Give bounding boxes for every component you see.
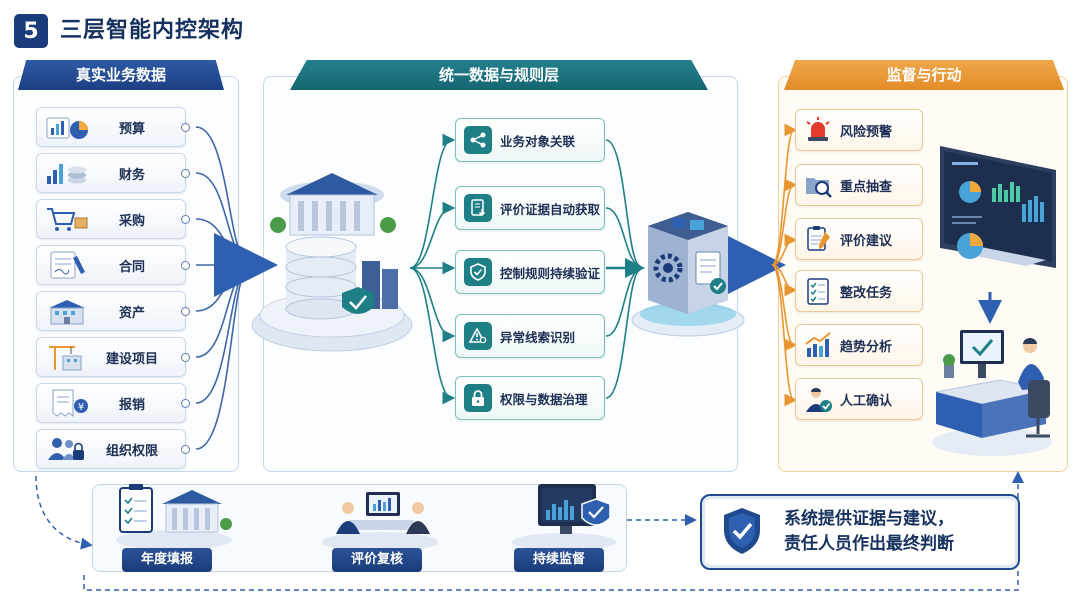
action-item-label: 风险预警 — [840, 124, 893, 140]
connector-port — [181, 399, 190, 408]
shield-check-icon — [464, 258, 492, 286]
stage-illustration-review — [322, 492, 438, 552]
budget-chart-icon — [37, 108, 97, 146]
receipt-yen-icon: ¥ — [37, 384, 97, 422]
data-layer-title: 真实业务数据 — [18, 60, 224, 90]
padlock-icon — [464, 384, 492, 412]
trend-chart-icon — [796, 325, 840, 365]
action-item-label: 人工确认 — [840, 393, 893, 409]
action-item-trend-analysis[interactable]: 趋势分析 — [795, 324, 923, 366]
connector-port — [181, 307, 190, 316]
data-item-finance[interactable]: 财务 — [36, 153, 190, 193]
document-download-icon — [464, 194, 492, 222]
data-item-label: 采购 — [118, 213, 145, 229]
data-item-budget[interactable]: 预算 — [36, 107, 190, 147]
action-item-recommendation[interactable]: 评价建议 — [795, 218, 923, 260]
data-item-label: 资产 — [118, 305, 145, 321]
data-item-label: 财务 — [118, 167, 145, 183]
folder-search-icon — [796, 165, 840, 205]
data-item-org-permissions[interactable]: 组织权限 — [36, 429, 190, 469]
connector-port — [181, 169, 190, 178]
connector-port — [181, 215, 190, 224]
warning-search-icon — [464, 322, 492, 350]
stage-label-monitoring: 持续监督 — [514, 548, 604, 572]
shield-check-icon — [724, 508, 760, 554]
action-item-manual-confirm[interactable]: 人工确认 — [795, 378, 923, 420]
stage-label-annual-report: 年度填报 — [122, 548, 212, 572]
data-item-label: 预算 — [118, 121, 145, 137]
action-item-label: 整改任务 — [840, 285, 893, 301]
alarm-siren-icon — [796, 110, 840, 150]
connector-port — [181, 123, 190, 132]
section-number-badge: 5 — [14, 14, 48, 48]
users-lock-icon — [37, 430, 97, 468]
conclusion-line-1: 系统提供证据与建议， — [784, 509, 954, 529]
data-item-label: 报销 — [118, 397, 145, 413]
action-item-risk-alert[interactable]: 风险预警 — [795, 109, 923, 151]
dashboard-monitor-illustration — [940, 146, 1056, 268]
rule-item-control-validation[interactable]: 控制规则持续验证 — [455, 250, 605, 294]
rule-item-label: 控制规则持续验证 — [500, 265, 601, 281]
action-item-remediation[interactable]: 整改任务 — [795, 270, 923, 312]
person-check-icon — [796, 379, 840, 419]
action-item-label: 重点抽查 — [840, 179, 893, 195]
share-nodes-icon — [464, 126, 492, 154]
rule-item-label: 评价证据自动获取 — [500, 201, 601, 217]
action-item-label: 评价建议 — [840, 233, 893, 249]
checklist-icon — [796, 271, 840, 311]
connector-port — [181, 353, 190, 362]
data-item-contract[interactable]: 合同 — [36, 245, 190, 285]
contract-document-icon — [37, 246, 97, 284]
data-item-label: 合同 — [118, 259, 145, 275]
construction-crane-icon — [37, 338, 97, 376]
finance-coins-icon — [37, 154, 97, 192]
conclusion-line-2: 责任人员作出最终判断 — [784, 534, 954, 554]
rules-layer-title: 统一数据与规则层 — [290, 60, 708, 90]
rule-item-data-governance[interactable]: 权限与数据治理 — [455, 376, 605, 420]
stage-illustration-monitoring — [512, 484, 616, 551]
action-layer-title: 监督与行动 — [784, 60, 1064, 90]
action-item-spot-check[interactable]: 重点抽查 — [795, 164, 923, 206]
data-item-reimbursement[interactable]: ¥ 报销 — [36, 383, 190, 423]
data-item-label: 建设项目 — [105, 351, 158, 367]
conclusion-text: 系统提供证据与建议， 责任人员作出最终判断 — [784, 507, 1014, 557]
stage-label-review: 评价复核 — [332, 548, 422, 572]
page-title: 三层智能内控架构 — [60, 18, 245, 43]
rule-item-label: 业务对象关联 — [500, 133, 576, 149]
rule-item-label: 权限与数据治理 — [500, 391, 588, 407]
operator-workstation-illustration — [932, 330, 1052, 456]
connector-port — [181, 445, 190, 454]
clipboard-pen-icon — [796, 219, 840, 259]
data-item-assets[interactable]: 资产 — [36, 291, 190, 331]
data-item-procurement[interactable]: 采购 — [36, 199, 190, 239]
building-asset-icon — [37, 292, 97, 330]
rule-item-label: 异常线索识别 — [500, 329, 576, 345]
rule-item-object-linking[interactable]: 业务对象关联 — [455, 118, 605, 162]
stage-illustration-annual-report — [116, 484, 232, 550]
rule-item-anomaly-detection[interactable]: 异常线索识别 — [455, 314, 605, 358]
rules-engine-cube-illustration — [631, 212, 745, 337]
data-item-label: 组织权限 — [105, 443, 158, 459]
data-platform-illustration — [251, 173, 413, 352]
rule-item-evidence-collection[interactable]: 评价证据自动获取 — [455, 186, 605, 230]
shopping-cart-icon — [37, 200, 97, 238]
data-item-construction[interactable]: 建设项目 — [36, 337, 190, 377]
connector-port — [181, 261, 190, 270]
action-item-label: 趋势分析 — [840, 339, 893, 355]
svg-text:¥: ¥ — [78, 402, 84, 413]
